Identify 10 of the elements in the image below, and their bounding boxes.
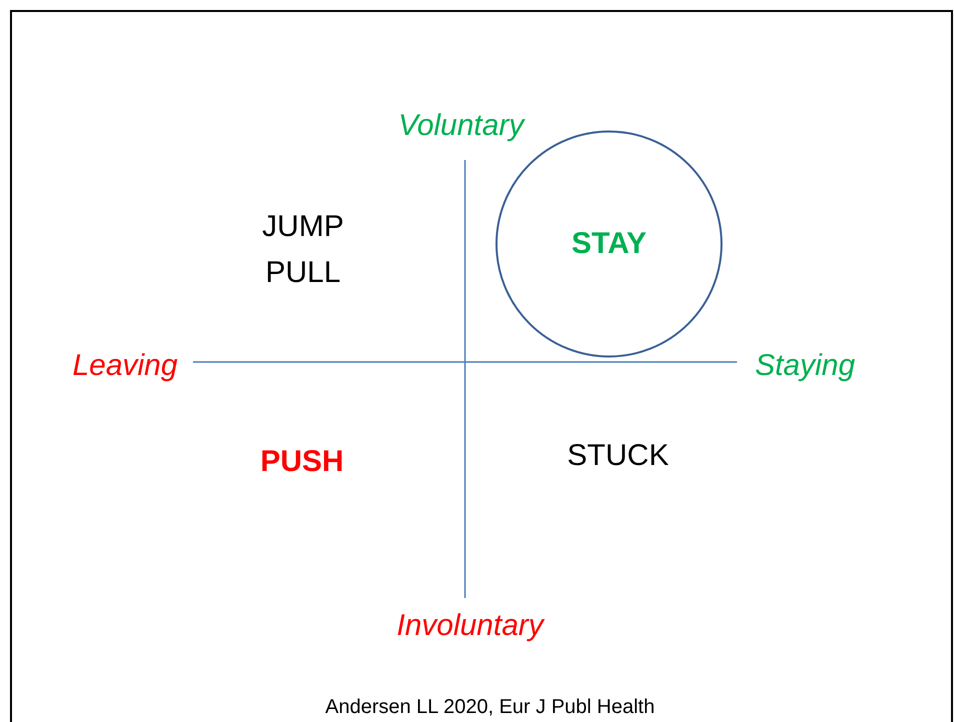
- quadrant-label: PUSH: [260, 447, 344, 477]
- axis-label: Involuntary: [396, 611, 544, 641]
- quadrant-label: STUCK: [567, 441, 669, 471]
- axis-label: Staying: [754, 351, 856, 381]
- axis-label: Leaving: [72, 351, 178, 381]
- quadrant-label: JUMP: [262, 212, 344, 242]
- node-label: STAY: [571, 229, 647, 259]
- citation-caption: Andersen LL 2020, Eur J Publ Health: [325, 697, 655, 717]
- quadrant-label: PULL: [265, 258, 341, 288]
- axis-label: Voluntary: [398, 111, 524, 141]
